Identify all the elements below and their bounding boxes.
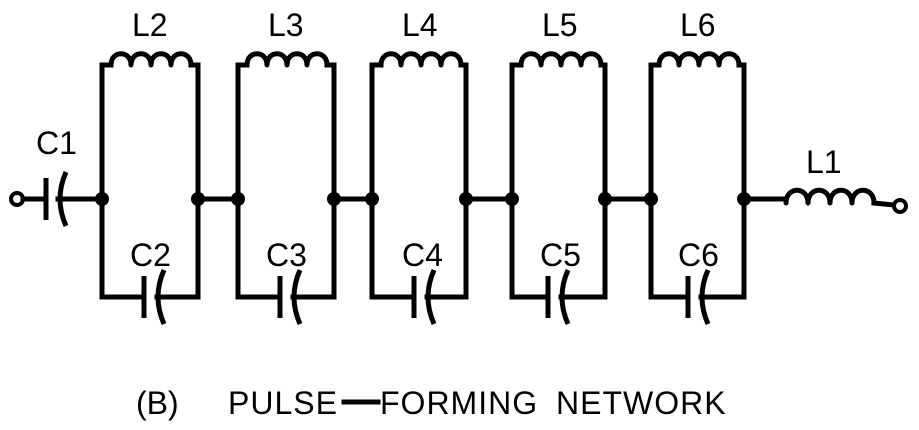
- l5-right-lead: [598, 62, 608, 202]
- c3-label: C3: [266, 237, 307, 273]
- l4-label: L4: [402, 7, 438, 43]
- l4-left-lead: [369, 62, 384, 202]
- node-dot: [231, 192, 245, 206]
- l3-left-lead: [235, 62, 250, 202]
- c6-left-lead: [648, 196, 689, 300]
- l2-coil: [108, 51, 194, 68]
- c6-label: C6: [678, 237, 719, 273]
- c2-left-lead: [99, 196, 145, 300]
- c5-right-lead: [558, 196, 608, 300]
- caption-word-forming: FORMING: [380, 385, 538, 421]
- l6-coil: [656, 51, 742, 68]
- l5-label: L5: [542, 7, 578, 43]
- caption: (B) PULSE FORMING NETWORK: [136, 385, 727, 421]
- c3-right-lead: [290, 196, 337, 300]
- c1-label: C1: [36, 125, 77, 161]
- c2-label: C2: [130, 237, 171, 273]
- l5-coil: [518, 51, 604, 68]
- output-terminal: [892, 198, 908, 214]
- l6-right-lead: [736, 62, 747, 202]
- l3-label: L3: [268, 7, 304, 43]
- section-l6-c6: L6 C6: [644, 7, 751, 326]
- c6-right-lead: [698, 196, 747, 300]
- l6-label: L6: [680, 7, 716, 43]
- c4-label: C4: [402, 237, 443, 273]
- node-dot: [505, 192, 519, 206]
- caption-prefix: (B): [136, 385, 179, 421]
- c5-label: C5: [540, 237, 581, 273]
- section-l5-c5: L5 C5: [505, 7, 612, 326]
- c4-right-lead: [424, 196, 469, 300]
- l2-left-lead: [99, 62, 114, 202]
- l4-right-lead: [458, 62, 469, 202]
- section-l2-c2: L2 C2: [95, 7, 205, 326]
- l3-right-lead: [324, 62, 337, 202]
- c2-right-lead: [154, 196, 201, 300]
- c3-left-lead: [235, 196, 281, 300]
- l4-coil: [378, 51, 464, 68]
- l6-left-lead: [648, 62, 662, 202]
- l2-label: L2: [132, 7, 168, 43]
- section-l4-c4: L4 C4: [365, 7, 473, 326]
- c5-left-lead: [509, 196, 549, 300]
- l1-label: L1: [806, 144, 842, 180]
- l3-coil: [244, 51, 330, 68]
- l2-right-lead: [188, 62, 201, 202]
- l1-coil: [783, 187, 877, 206]
- node-dot: [95, 192, 109, 206]
- node-dot: [644, 192, 658, 206]
- l5-left-lead: [509, 62, 524, 202]
- output-lead: [871, 200, 897, 208]
- caption-word-pulse: PULSE: [228, 385, 338, 421]
- c4-left-lead: [369, 196, 415, 300]
- section-l3-c3: L3 C3: [231, 7, 341, 326]
- node-dot: [365, 192, 379, 206]
- caption-word-network: NETWORK: [556, 385, 727, 421]
